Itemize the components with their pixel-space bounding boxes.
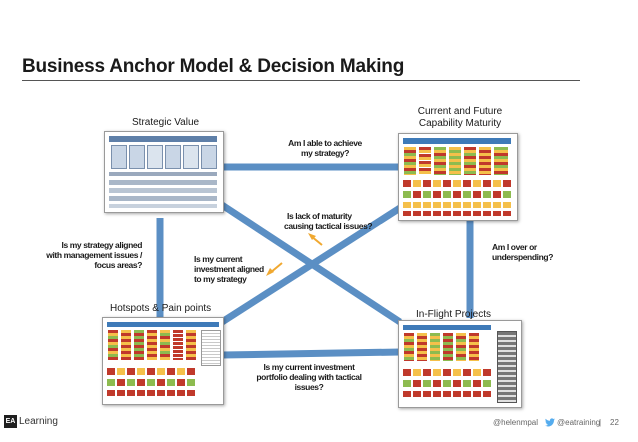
question-line: investment aligned: [194, 264, 264, 274]
twitter-handle-2: @eatraining: [557, 418, 601, 427]
question-line: Is my current: [194, 254, 243, 264]
question-line: my strategy?: [300, 148, 350, 158]
question-line: Is my strategy aligned: [61, 240, 143, 250]
page-number: 22: [610, 418, 619, 427]
arrow-icon-maturity: [308, 233, 323, 246]
question-line: issues?: [294, 382, 324, 392]
twitter-icon: [545, 418, 555, 427]
question-line: to my strategy: [194, 274, 247, 284]
question-lack-maturity: Is lack of maturity causing tactical iss…: [284, 211, 384, 231]
question-line: portfolio dealing with tactical: [256, 372, 362, 382]
node-title-strategic-value: Strategic Value: [132, 117, 200, 128]
node-title-inflight: In-Flight Projects: [416, 309, 492, 320]
node-title-capability-line2: Capability Maturity: [418, 118, 502, 129]
connector-bottom: [221, 348, 401, 359]
question-line: with management issues /: [46, 250, 142, 260]
ea-logo: EA: [4, 415, 17, 428]
inflight-projects-thumbnail: [398, 320, 522, 408]
question-strategy-aligned: Is my strategy aligned with management i…: [40, 240, 142, 270]
question-line: Am I able to achieve: [288, 138, 362, 148]
question-over-under-spending: Am I over or underspending?: [492, 242, 572, 262]
question-line: underspending?: [492, 252, 553, 262]
node-title-hotspots: Hotspots & Pain points: [110, 303, 212, 314]
question-line: focus areas?: [94, 260, 142, 270]
connector-diagonal-up: [220, 205, 402, 325]
strategic-value-thumbnail: [104, 131, 224, 213]
question-portfolio-tactical: Is my current investment portfolio deali…: [248, 362, 370, 392]
twitter-handle-1: @helenmpal: [493, 418, 539, 427]
brand-label: Learning: [19, 416, 58, 427]
question-line: Is lack of maturity: [287, 211, 352, 221]
question-investment-aligned: Is my current investment aligned to my s…: [194, 254, 274, 284]
title-divider: [22, 80, 580, 81]
capability-maturity-thumbnail: [398, 133, 518, 221]
node-title-capability: Current and Future Capability Maturity: [410, 106, 510, 130]
hotspots-thumbnail: [102, 317, 224, 405]
footer-separator: |: [599, 418, 602, 427]
question-achieve-strategy: Am I able to achieve my strategy?: [270, 138, 380, 158]
arrow-icon-investment: [266, 262, 283, 276]
node-title-capability-line1: Current and Future: [417, 106, 503, 117]
question-line: causing tactical issues?: [284, 221, 373, 231]
question-line: Is my current investment: [263, 362, 355, 372]
slide-title: Business Anchor Model & Decision Making: [22, 56, 405, 77]
question-line: Am I over or: [492, 242, 537, 252]
